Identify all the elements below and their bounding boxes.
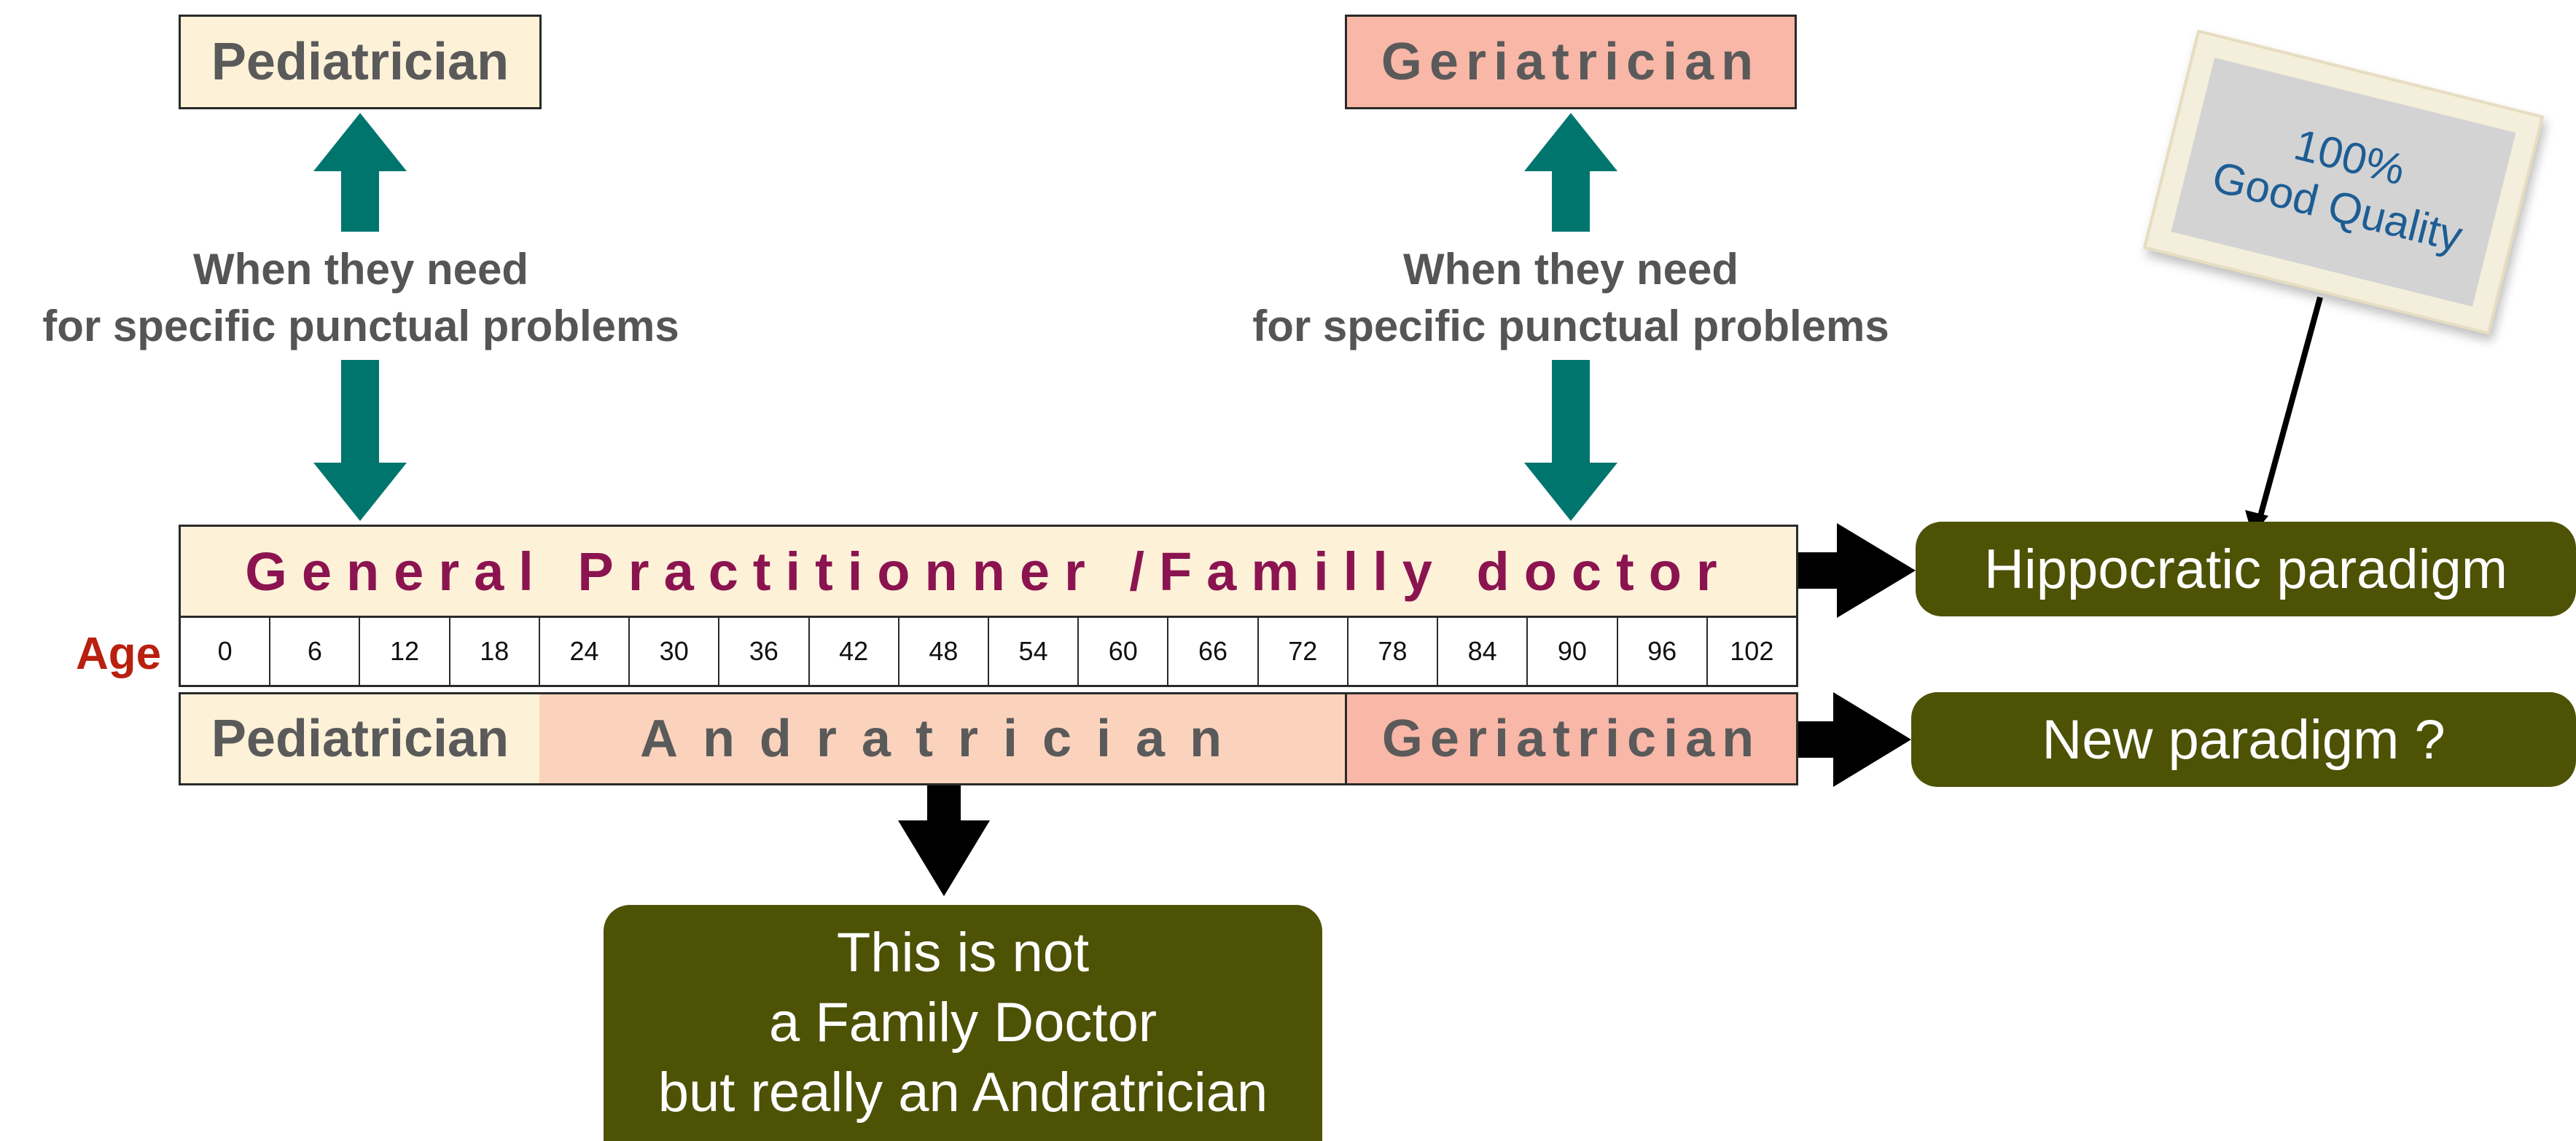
age-cell: 18 [450,618,540,685]
note-line1: This is not [836,922,1090,984]
age-cell: 36 [719,618,810,685]
right-caption-line2: for specific punctual problems [1252,302,1889,350]
down-arrow-note [898,784,990,896]
age-cell: 24 [540,618,631,685]
bottom-pediatrician-label: Pediatrician [211,710,510,768]
age-cell: 84 [1438,618,1529,685]
age-cell: 96 [1618,618,1708,685]
age-cell: 90 [1528,618,1618,685]
age-cell: 72 [1259,618,1349,685]
left-caption: When they need for specific punctual pro… [0,241,722,355]
bottom-pediatrician-segment: Pediatrician [179,692,542,785]
top-geriatrician-label: Geriatrician [1381,33,1761,91]
top-pediatrician-label: Pediatrician [211,33,510,91]
age-cell: 42 [810,618,899,685]
age-cell: 66 [1168,618,1259,685]
age-cell: 60 [1079,618,1169,685]
left-caption-line2: for specific punctual problems [42,302,679,350]
right-caption-line1: When they need [1402,245,1739,294]
age-cell: 30 [630,618,720,685]
note-line2: a Family Doctor [768,992,1158,1054]
right-arrow-gp [1797,523,1916,618]
right-arrow-new [1797,692,1911,787]
new-paradigm-pill: New paradigm ? [1911,692,2576,787]
bottom-andratrician-segment: Andratrician [539,692,1347,785]
up-arrow-right [1524,113,1617,232]
hippocratic-paradigm-label: Hippocratic paradigm [1983,538,2508,600]
bottom-andratrician-label: Andratrician [639,710,1247,768]
bottom-geriatrician-segment: Geriatrician [1345,692,1798,785]
age-cell: 54 [989,618,1080,685]
andratrician-note-pill: This is not a Family Doctor but really a… [604,905,1322,1141]
hippocratic-paradigm-pill: Hippocratic paradigm [1916,522,2576,616]
bottom-geriatrician-label: Geriatrician [1381,710,1762,768]
gp-bar: General Practitionner /Familly doctor [179,525,1798,618]
age-label: Age [76,629,162,679]
age-cell: 78 [1349,618,1439,685]
age-cell: 12 [360,618,450,685]
sign-pointer [2257,296,2323,520]
left-caption-line1: When they need [192,245,529,294]
age-cell: 0 [181,618,271,685]
age-row: 0 6 12 18 24 30 36 42 48 54 60 66 72 78 … [179,618,1798,687]
up-arrow-left [313,113,407,232]
top-pediatrician-box: Pediatrician [179,15,542,109]
down-arrow-left [313,360,407,521]
gp-bar-label: General Practitionner /Familly doctor [245,541,1732,602]
down-arrow-right [1524,360,1617,521]
new-paradigm-label: New paradigm ? [2042,708,2446,771]
top-geriatrician-box: Geriatrician [1345,15,1797,109]
note-line3: but really an Andratrician [657,1062,1268,1124]
age-cell: 6 [270,618,361,685]
right-caption: When they need for specific punctual pro… [1210,241,1932,355]
age-cell: 48 [899,618,989,685]
age-cell: 102 [1730,636,1774,666]
